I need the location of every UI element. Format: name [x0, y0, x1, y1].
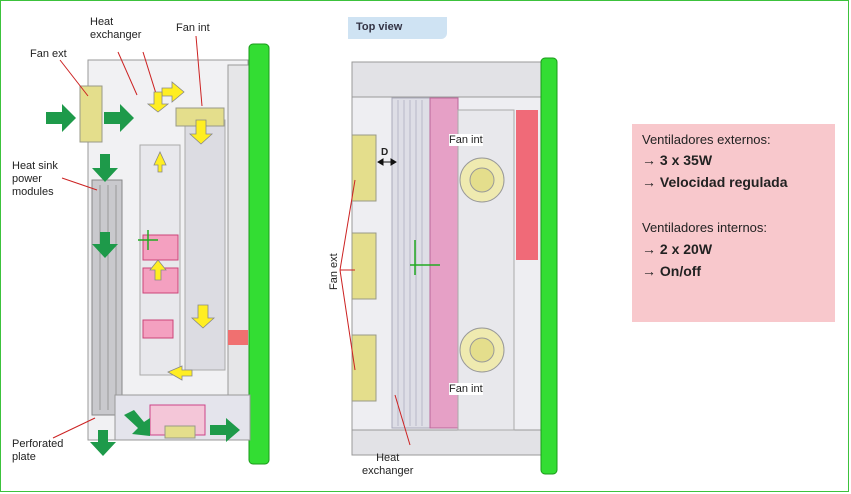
label-fan-ext-vertical: Fan ext — [328, 253, 340, 290]
info-line-ext-title: Ventiladores externos: — [642, 132, 771, 147]
red-module — [228, 330, 248, 345]
axis-marker-top — [410, 240, 440, 275]
info-line-int-mode: → On/off — [642, 263, 702, 279]
info-line-int-title: Ventiladores internos: — [642, 220, 768, 235]
front-panel-green — [248, 43, 270, 465]
label-fan-ext: Fan ext — [30, 48, 67, 60]
green-arrow-down-2 — [92, 232, 118, 258]
green-arrow-bottom-right — [210, 418, 240, 442]
label-perforated-plate: Perforated plate — [12, 438, 64, 463]
exchanger-fin-lines — [397, 100, 423, 426]
label-fan-int-bottom: Fan int — [449, 383, 483, 395]
leader-lines — [52, 35, 203, 439]
label-heat-sink: Heat sink power modules — [12, 160, 58, 198]
red-strip — [516, 110, 538, 260]
fan-ext-1 — [351, 134, 377, 202]
yellow-airflow-arrows — [146, 81, 216, 381]
fan-int-top-inner — [469, 167, 495, 193]
label-heat-exchanger-top: Heat exchanger — [362, 452, 414, 477]
fan-ext-box — [79, 85, 103, 143]
fan-ext-3 — [351, 334, 377, 402]
green-arrow-bottom-down — [90, 430, 116, 456]
top-view-frame-top — [351, 61, 543, 98]
info-box: Ventiladores externos: → 3 x 35W → Veloc… — [632, 124, 835, 322]
green-arrow-down-1 — [92, 154, 118, 182]
fan-int-bottom-inner — [469, 337, 495, 363]
green-arrow-bottom-diag — [124, 410, 150, 436]
top-leader-lines — [339, 179, 411, 446]
internal-duct — [184, 119, 226, 371]
info-line-ext-speed: → Velocidad regulada — [642, 174, 788, 190]
top-view-badge — [348, 17, 447, 39]
label-fan-int-top: Fan int — [449, 134, 483, 146]
pink-module-stack — [429, 97, 459, 429]
info-line-int-power: → 2 x 20W — [642, 241, 713, 257]
label-fan-int: Fan int — [176, 22, 210, 34]
label-heat-exchanger: Heat exchanger — [90, 16, 142, 41]
axis-marker-left — [138, 230, 158, 250]
top-view-title: Top view — [356, 21, 403, 33]
d-dimension-arrow — [377, 158, 397, 166]
heat-sink-fins — [99, 185, 117, 410]
green-airflow-arrows — [46, 104, 240, 456]
green-arrow-mid — [104, 104, 134, 132]
top-view-frame-bottom — [351, 429, 543, 456]
pink-module-3 — [142, 319, 174, 339]
top-view-green-panel — [540, 57, 558, 475]
fan-bottom-box — [164, 425, 196, 439]
fan-ext-2 — [351, 232, 377, 300]
info-line-ext-power: → 3 x 35W — [642, 152, 713, 168]
pink-module-1 — [142, 234, 179, 261]
green-arrow-in — [46, 104, 76, 132]
label-d: D — [381, 147, 389, 158]
heat-sink-block — [91, 179, 123, 416]
